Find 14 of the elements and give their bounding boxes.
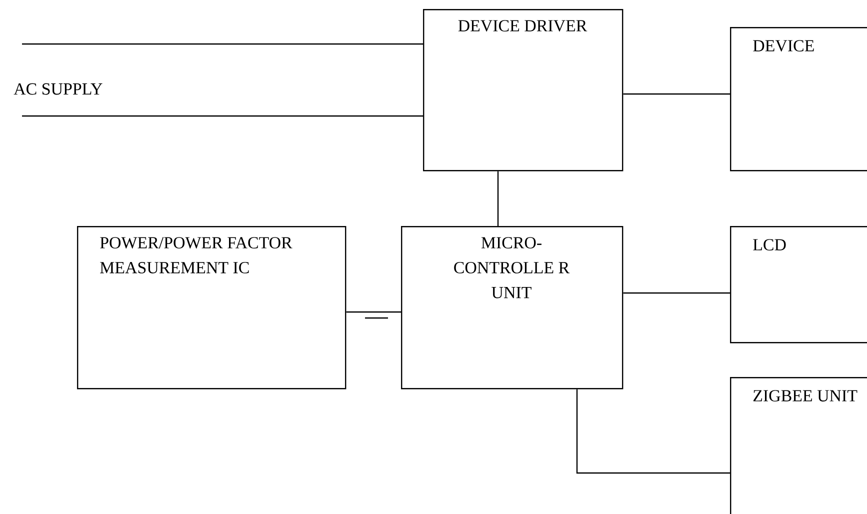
connector-line [623,93,730,95]
supply-label: AC SUPPLY [14,83,102,95]
block-box: POWER/POWER FACTOR MEASUREMENT IC [77,226,346,390]
block-box: ZIGBEE UNIT [730,377,867,514]
connector-line [497,171,499,226]
connector-line [623,292,730,294]
block-box: DEVICE [730,27,867,172]
block-box: LCD [730,226,867,344]
block-box: MICRO- CONTROLLE R UNIT [401,226,624,390]
block-box: DEVICE DRIVER [423,9,624,172]
connector-line [22,115,423,117]
connector-line [22,43,423,45]
connector-line [346,311,401,313]
connector-line [576,389,730,474]
